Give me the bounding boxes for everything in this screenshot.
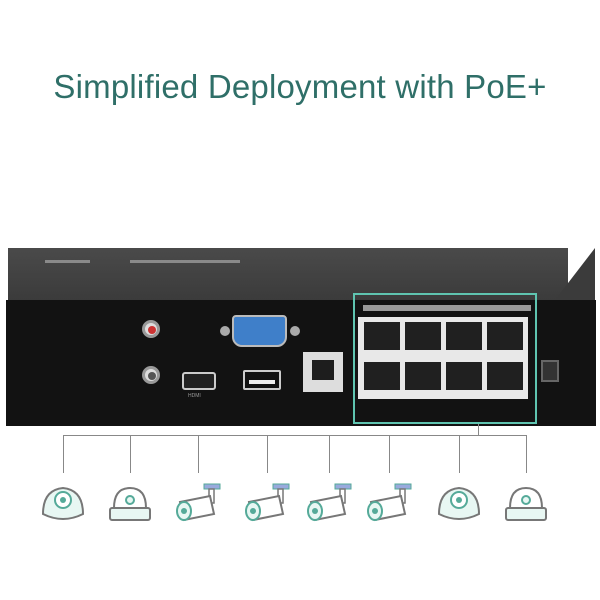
drop-line [329,435,330,473]
product-logo [130,260,240,263]
device-top-face [8,248,568,300]
poe-port [405,322,441,350]
drop-line [130,435,131,473]
poe-port [446,322,482,350]
fixed-dome-camera-icon [505,487,547,521]
hdmi-port [182,372,216,390]
poe-port [364,362,400,390]
bullet-camera-icon [176,483,221,521]
drop-line [526,435,527,473]
drop-line [459,435,460,473]
drop-line [63,435,64,473]
poe-port [487,362,523,390]
fixed-dome-camera-icon [109,487,151,521]
vga-screw [220,326,230,336]
lan-port [303,352,343,392]
hdmi-label: HDMI [188,393,201,399]
usb-port [243,370,281,390]
poe-port [487,322,523,350]
brand-logo [45,260,90,263]
drop-line [267,435,268,473]
poe-label-bar [363,305,531,311]
drop-line [198,435,199,473]
connector-line [478,424,479,435]
drop-line [389,435,390,473]
bus-line [63,435,527,436]
audio-in-port [142,320,160,338]
vga-screw [290,326,300,336]
poe-port [446,362,482,390]
dome-camera-icon [42,487,84,520]
power-port [541,360,559,382]
dome-camera-icon [438,487,480,520]
poe-highlight-box [353,293,537,424]
vga-port [232,315,287,347]
audio-out-port [142,366,160,384]
poe-port [405,362,441,390]
page-title: Simplified Deployment with PoE+ [53,68,547,105]
bullet-camera-icon [245,483,290,521]
bullet-camera-icon [367,483,412,521]
poe-port [364,322,400,350]
bullet-camera-icon [307,483,352,521]
device-side-face [555,248,595,300]
